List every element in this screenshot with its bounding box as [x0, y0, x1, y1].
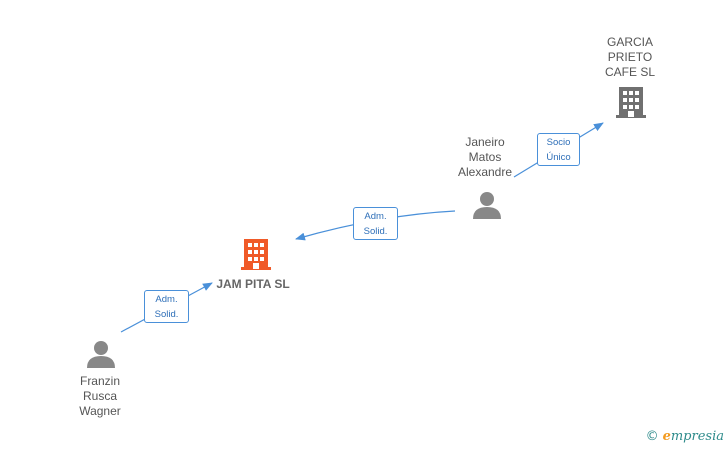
building-icon[interactable] [615, 85, 647, 119]
edge-label-socio-unico: Socio Único [537, 133, 580, 166]
node-label-franzin: Franzin Rusca Wagner [79, 374, 121, 418]
edge-label-adm-solid-janeiro: Adm. Solid. [353, 207, 398, 240]
building-icon[interactable] [240, 237, 272, 271]
person-icon[interactable] [86, 339, 116, 369]
brand-text: mpresia [670, 429, 724, 444]
edge-label-adm-solid-franzin: Adm. Solid. [144, 290, 189, 323]
person-icon[interactable] [472, 190, 502, 220]
node-label-garcia: GARCIA PRIETO CAFE SL [604, 35, 655, 79]
node-label-jampita: JAM PITA SL [216, 277, 290, 291]
brand-e: e [662, 429, 671, 444]
empresia-watermark: ©empresia [646, 429, 724, 444]
copyright-symbol: © [645, 429, 659, 444]
node-label-janeiro: Janeiro Matos Alexandre [457, 135, 513, 179]
